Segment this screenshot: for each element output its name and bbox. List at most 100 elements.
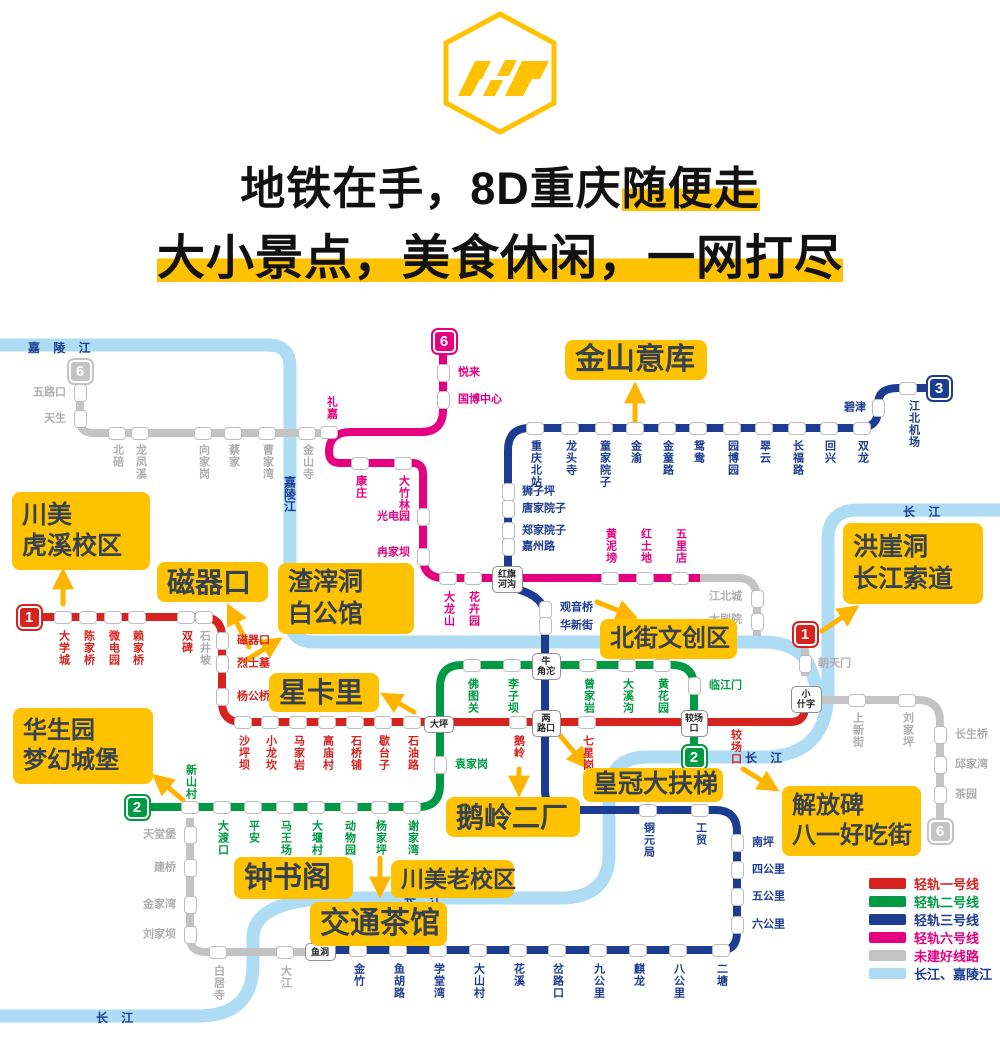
station-label-special: 较场口: [729, 729, 742, 765]
station-label: 七星岗: [581, 735, 594, 771]
station-label: 黄泥塝: [604, 528, 617, 564]
station-marker: [687, 677, 701, 695]
legend-label: 轻轨二号线: [914, 894, 980, 910]
interchange-牛角沱: 牛 角沱: [531, 652, 561, 680]
river-label: 嘉陵江: [282, 476, 297, 512]
legend-item: 轻轨二号线: [869, 895, 992, 910]
station-marker: [671, 571, 689, 585]
station-label: 花溪: [512, 963, 525, 987]
station-marker: [501, 500, 515, 518]
station-marker: [374, 715, 392, 729]
station-marker: [215, 632, 229, 650]
station-marker: [340, 800, 358, 814]
station-label: 五里店: [674, 528, 687, 564]
station-marker: [853, 421, 871, 435]
attraction-hongyadong: 洪崖洞长江索道: [843, 523, 983, 604]
line-badge-1: 1: [15, 603, 43, 631]
station-label: 石桥铺: [349, 735, 362, 771]
station-marker: [750, 590, 764, 608]
station-label: 天堂堡: [143, 828, 176, 841]
station-marker: [244, 800, 262, 814]
attraction-text: 虎溪校区: [22, 532, 123, 560]
line-badge-2: 2: [680, 743, 708, 771]
station-label: 大学城: [57, 630, 70, 666]
station-marker: [104, 610, 122, 624]
station-marker: [653, 658, 671, 672]
station-marker: [307, 800, 325, 814]
attraction-text: 交通茶馆: [320, 907, 440, 941]
attraction-xingkali: 星卡里: [269, 673, 379, 712]
attraction-text: 渣滓洞: [288, 568, 364, 597]
legend-swatch: [869, 877, 906, 889]
station-label: 园博园: [726, 440, 739, 476]
station-label: 大竹林: [397, 475, 410, 511]
attraction-text: 鹅岭二厂: [456, 801, 569, 833]
pointer-arrow: [227, 603, 252, 650]
station-label: 重庆北站: [529, 440, 542, 488]
station-label: 天生: [44, 412, 66, 425]
station-marker: [128, 610, 146, 624]
station-label: 五公里: [752, 890, 785, 903]
station-label: 歇台子: [377, 735, 390, 771]
station-marker: [526, 421, 544, 435]
station-marker: [436, 391, 450, 409]
legend-swatch: [869, 931, 906, 943]
station-marker: [871, 399, 885, 417]
station-label: 微电园: [107, 630, 120, 666]
station-marker: [750, 613, 764, 631]
station-label: 龙凤溪: [134, 444, 147, 480]
route-river: [0, 503, 1000, 1023]
station-marker: [73, 410, 87, 428]
station-marker: [183, 896, 197, 914]
station-label: 双碑: [180, 630, 193, 654]
legend-swatch: [869, 967, 906, 979]
station-marker: [730, 834, 744, 852]
station-label: 杨家坪: [374, 820, 387, 856]
station-label: 杨公桥: [237, 690, 270, 703]
station-marker: [788, 421, 806, 435]
station-label: 黄花园: [656, 678, 669, 714]
station-label: 曹家湾: [261, 444, 274, 480]
route-unbuilt: [820, 696, 944, 818]
station-label: 岔路口: [551, 963, 564, 999]
station-label: 麒龙: [632, 963, 645, 987]
station-marker: [54, 610, 72, 624]
attraction-text: 钟书阁: [244, 861, 332, 894]
station-label: 江北机场: [907, 400, 920, 448]
station-label: 红土地: [639, 528, 652, 564]
station-label: 朝天门: [818, 657, 851, 670]
interchange-小什字: 小 什字: [790, 685, 822, 713]
station-marker: [209, 945, 227, 959]
interchange-红旗河沟: 红旗 河沟: [491, 565, 523, 593]
station-label: 金渝: [629, 440, 642, 464]
title-line2: 大小景点，美食休闲，一网打尽: [156, 232, 843, 285]
station-marker: [224, 426, 242, 440]
river-label: 长 江: [96, 1011, 139, 1025]
title-line1-highlight: 随便走: [621, 163, 760, 214]
station-marker: [183, 926, 197, 944]
station-label: 石油路: [406, 735, 419, 771]
station-marker: [933, 756, 947, 774]
attraction-text: 解放碑: [792, 792, 864, 819]
station-marker: [636, 571, 654, 585]
interchange-大坪: 大坪: [424, 715, 454, 733]
station-marker: [394, 456, 412, 470]
attraction-jiefangbei: 解放碑八一好吃街: [782, 786, 921, 856]
station-label: 龙头寺: [564, 440, 577, 476]
pointer-arrow: [594, 599, 639, 621]
legend-label: 未建好线路: [914, 948, 980, 964]
station-label: 鸳鸯: [692, 440, 705, 464]
station-label: 江北城: [709, 590, 742, 603]
attraction-jiaotong-chaguan: 交通茶馆: [310, 902, 447, 946]
station-marker: [436, 364, 450, 382]
station-label: 康庄: [354, 475, 367, 499]
station-marker: [183, 859, 197, 877]
station-marker: [933, 786, 947, 804]
station-label: 马家岩: [292, 735, 305, 771]
station-label: 高庙村: [321, 735, 334, 771]
station-label: 礼嘉: [325, 396, 338, 420]
attraction-jinshan-yiku: 金山意库: [565, 340, 707, 380]
station-marker: [371, 800, 389, 814]
station-label: 五路口: [33, 386, 66, 399]
station-marker: [215, 688, 229, 706]
